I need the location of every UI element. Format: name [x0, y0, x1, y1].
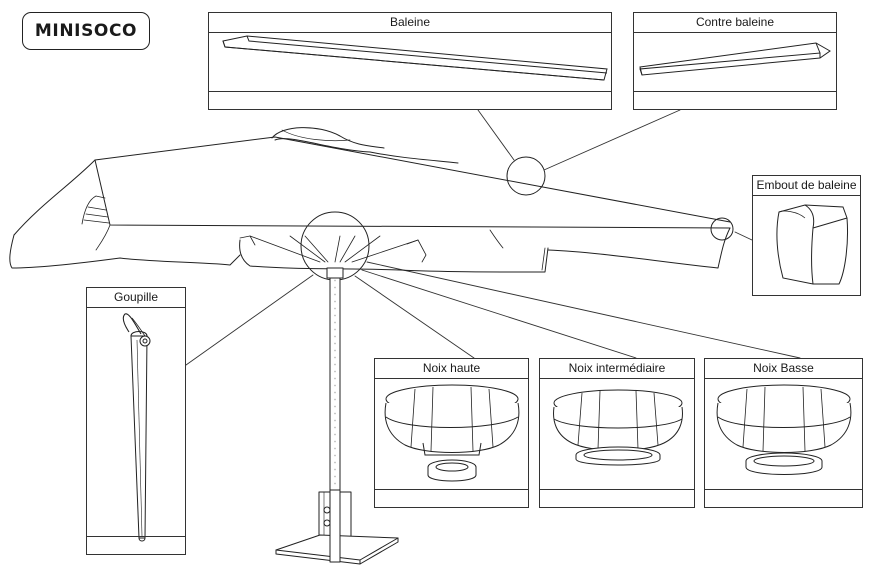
panel-title: Noix Basse — [705, 359, 862, 379]
panel-noix-basse: Noix Basse — [704, 358, 863, 508]
panel-footer — [540, 489, 694, 507]
panel-footer — [209, 91, 611, 109]
brand-logo: MINISOCO — [22, 12, 150, 50]
canopy-vent — [271, 127, 459, 164]
panel-goupille: Goupille — [86, 287, 186, 555]
base-plate — [275, 489, 399, 565]
hub-bottom-illustration — [716, 384, 852, 475]
magnifier-baleine — [506, 156, 546, 196]
panel-title: Baleine — [209, 13, 611, 33]
panel-title: Goupille — [87, 288, 185, 308]
stretcher-illustration — [639, 42, 831, 76]
canopy — [9, 136, 731, 273]
hub-middle-illustration — [553, 389, 683, 466]
panel-baleine: Baleine — [208, 12, 612, 110]
panel-title: Contre baleine — [634, 13, 836, 33]
rib-illustration — [222, 35, 608, 81]
panel-title: Embout de baleine — [753, 176, 860, 196]
panel-title: Noix intermédiaire — [540, 359, 694, 379]
hub-top-illustration — [384, 384, 520, 482]
panel-noix-intermediaire: Noix intermédiaire — [539, 358, 695, 508]
panel-footer — [634, 91, 836, 109]
callout-lines — [185, 109, 801, 366]
panel-footer — [87, 536, 185, 554]
pin-illustration — [122, 313, 151, 542]
panel-contre-baleine: Contre baleine — [633, 12, 837, 110]
panel-footer — [705, 489, 862, 507]
ribs — [249, 235, 419, 263]
panel-embout-de-baleine: Embout de baleine — [752, 175, 861, 296]
magnifier-embout — [710, 217, 734, 241]
panel-title: Noix haute — [375, 359, 528, 379]
panel-footer — [375, 489, 528, 507]
rib-tip-illustration — [776, 204, 848, 285]
panel-noix-haute: Noix haute — [374, 358, 529, 508]
